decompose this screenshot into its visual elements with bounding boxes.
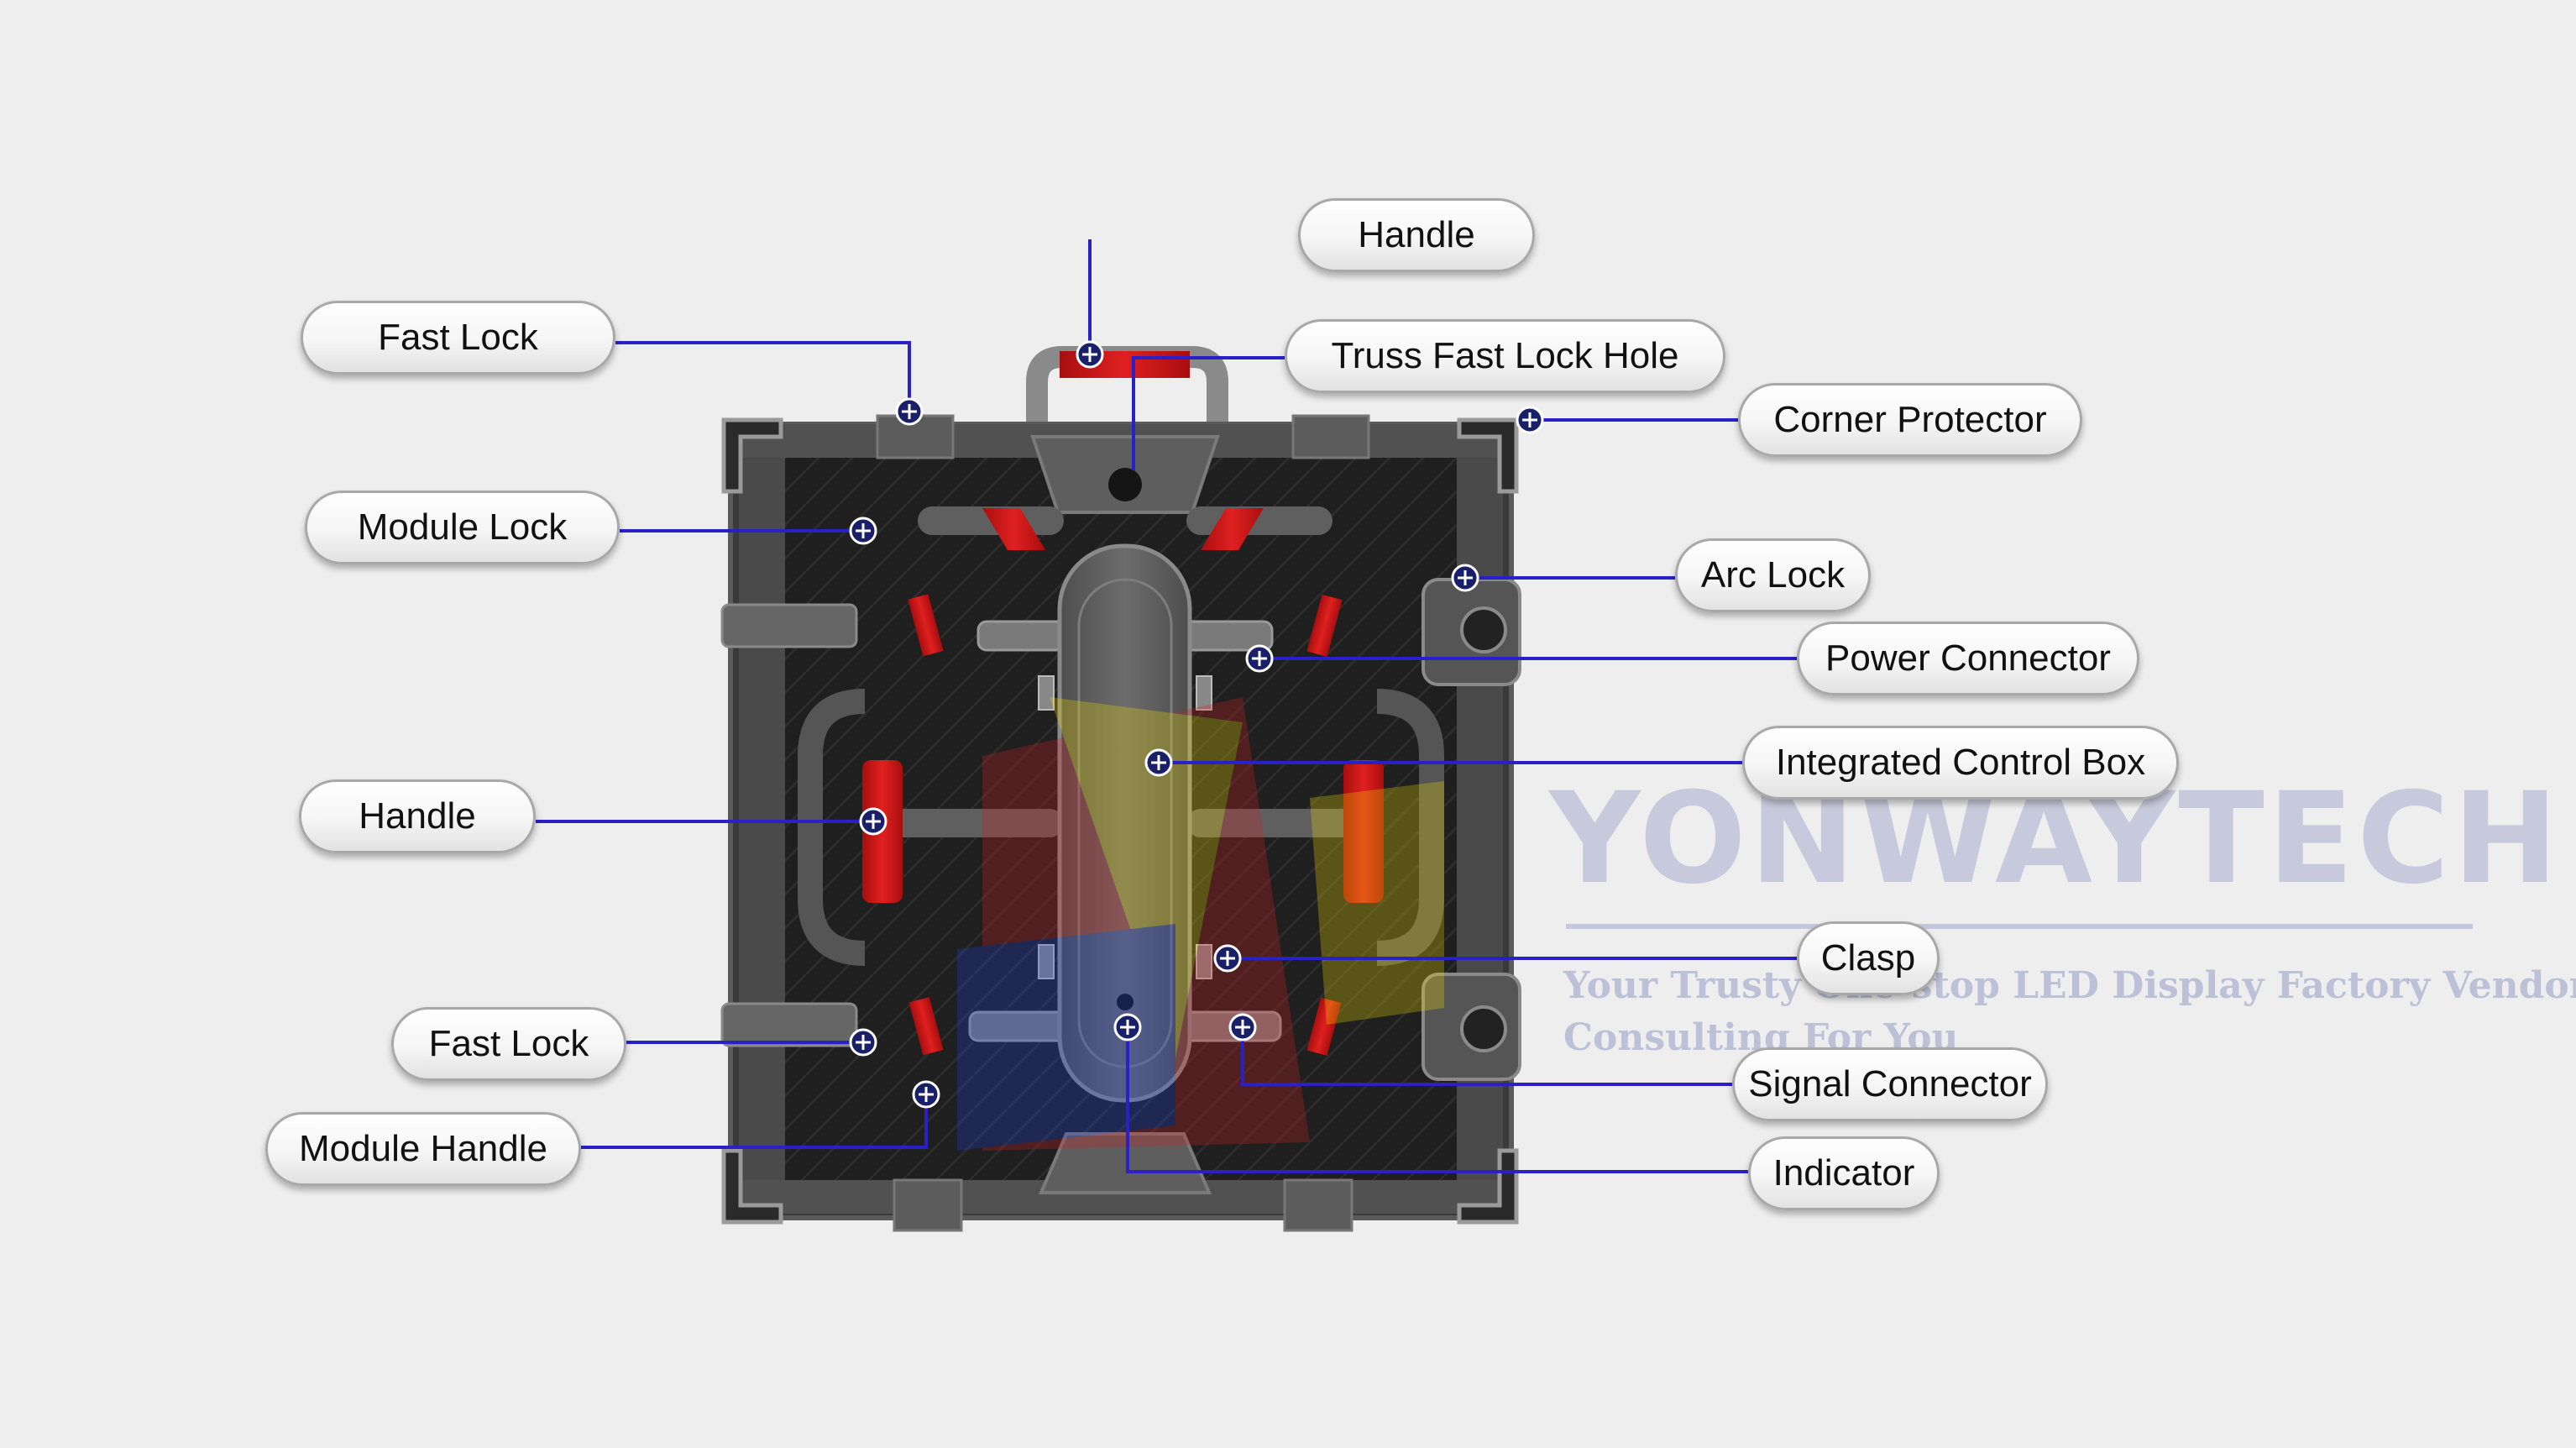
leader-line-truss-fast-lock-hole	[1132, 356, 1285, 470]
marker-module-handle-icon	[912, 1080, 940, 1109]
leader-line-signal-connector	[1241, 1027, 1732, 1086]
marker-signal-connector-icon	[1228, 1013, 1257, 1041]
label-arc-lock: Arc Lock	[1675, 538, 1871, 612]
connectors	[968, 620, 1282, 1042]
marker-module-lock-icon	[849, 517, 877, 545]
label-indicator: Indicator	[1748, 1136, 1940, 1210]
label-module-lock: Module Lock	[305, 491, 620, 564]
marker-handle-top-icon	[1076, 340, 1104, 369]
watermark-divider	[1566, 924, 2473, 929]
leader-line-module-handle	[581, 1094, 928, 1149]
label-fast-lock-top: Fast Lock	[301, 301, 615, 375]
label-handle-left: Handle	[299, 779, 536, 853]
corner-protectors	[721, 417, 1519, 1225]
leader-line-indicator	[1126, 1027, 1748, 1173]
label-handle-top: Handle	[1298, 198, 1535, 272]
marker-power-connector-icon	[1245, 644, 1274, 673]
control-box	[1057, 543, 1192, 1103]
watermark-shapes	[957, 697, 1444, 1151]
label-module-handle: Module Handle	[265, 1112, 581, 1186]
marker-clasp-icon	[1213, 944, 1242, 973]
clasps	[1038, 675, 1212, 979]
marker-arc-lock-icon	[1451, 564, 1479, 592]
watermark-tagline: Your Trusty One-stop LED Display Factory…	[1563, 964, 2576, 1007]
label-power-connector: Power Connector	[1797, 622, 2139, 695]
label-corner-protector: Corner Protector	[1738, 383, 2082, 457]
top-brackets	[876, 414, 1370, 1232]
left-fast-locks	[720, 603, 858, 1047]
marker-fast-lock-bottom-icon	[849, 1028, 877, 1057]
marker-handle-left-icon	[859, 807, 887, 836]
label-signal-connector: Signal Connector	[1732, 1047, 2048, 1121]
label-integrated-control-box: Integrated Control Box	[1742, 726, 2179, 800]
marker-fast-lock-top-icon	[895, 397, 924, 426]
label-truss-fast-lock-hole: Truss Fast Lock Hole	[1285, 319, 1725, 393]
marker-corner-protector-icon	[1516, 406, 1544, 434]
marker-indicator-icon	[1113, 1013, 1142, 1041]
marker-integrated-control-box-icon	[1144, 748, 1173, 777]
leader-line-fast-lock-top	[615, 341, 911, 412]
red-accents	[908, 508, 1343, 1056]
label-clasp: Clasp	[1797, 921, 1940, 995]
label-fast-lock-bottom: Fast Lock	[391, 1007, 626, 1081]
